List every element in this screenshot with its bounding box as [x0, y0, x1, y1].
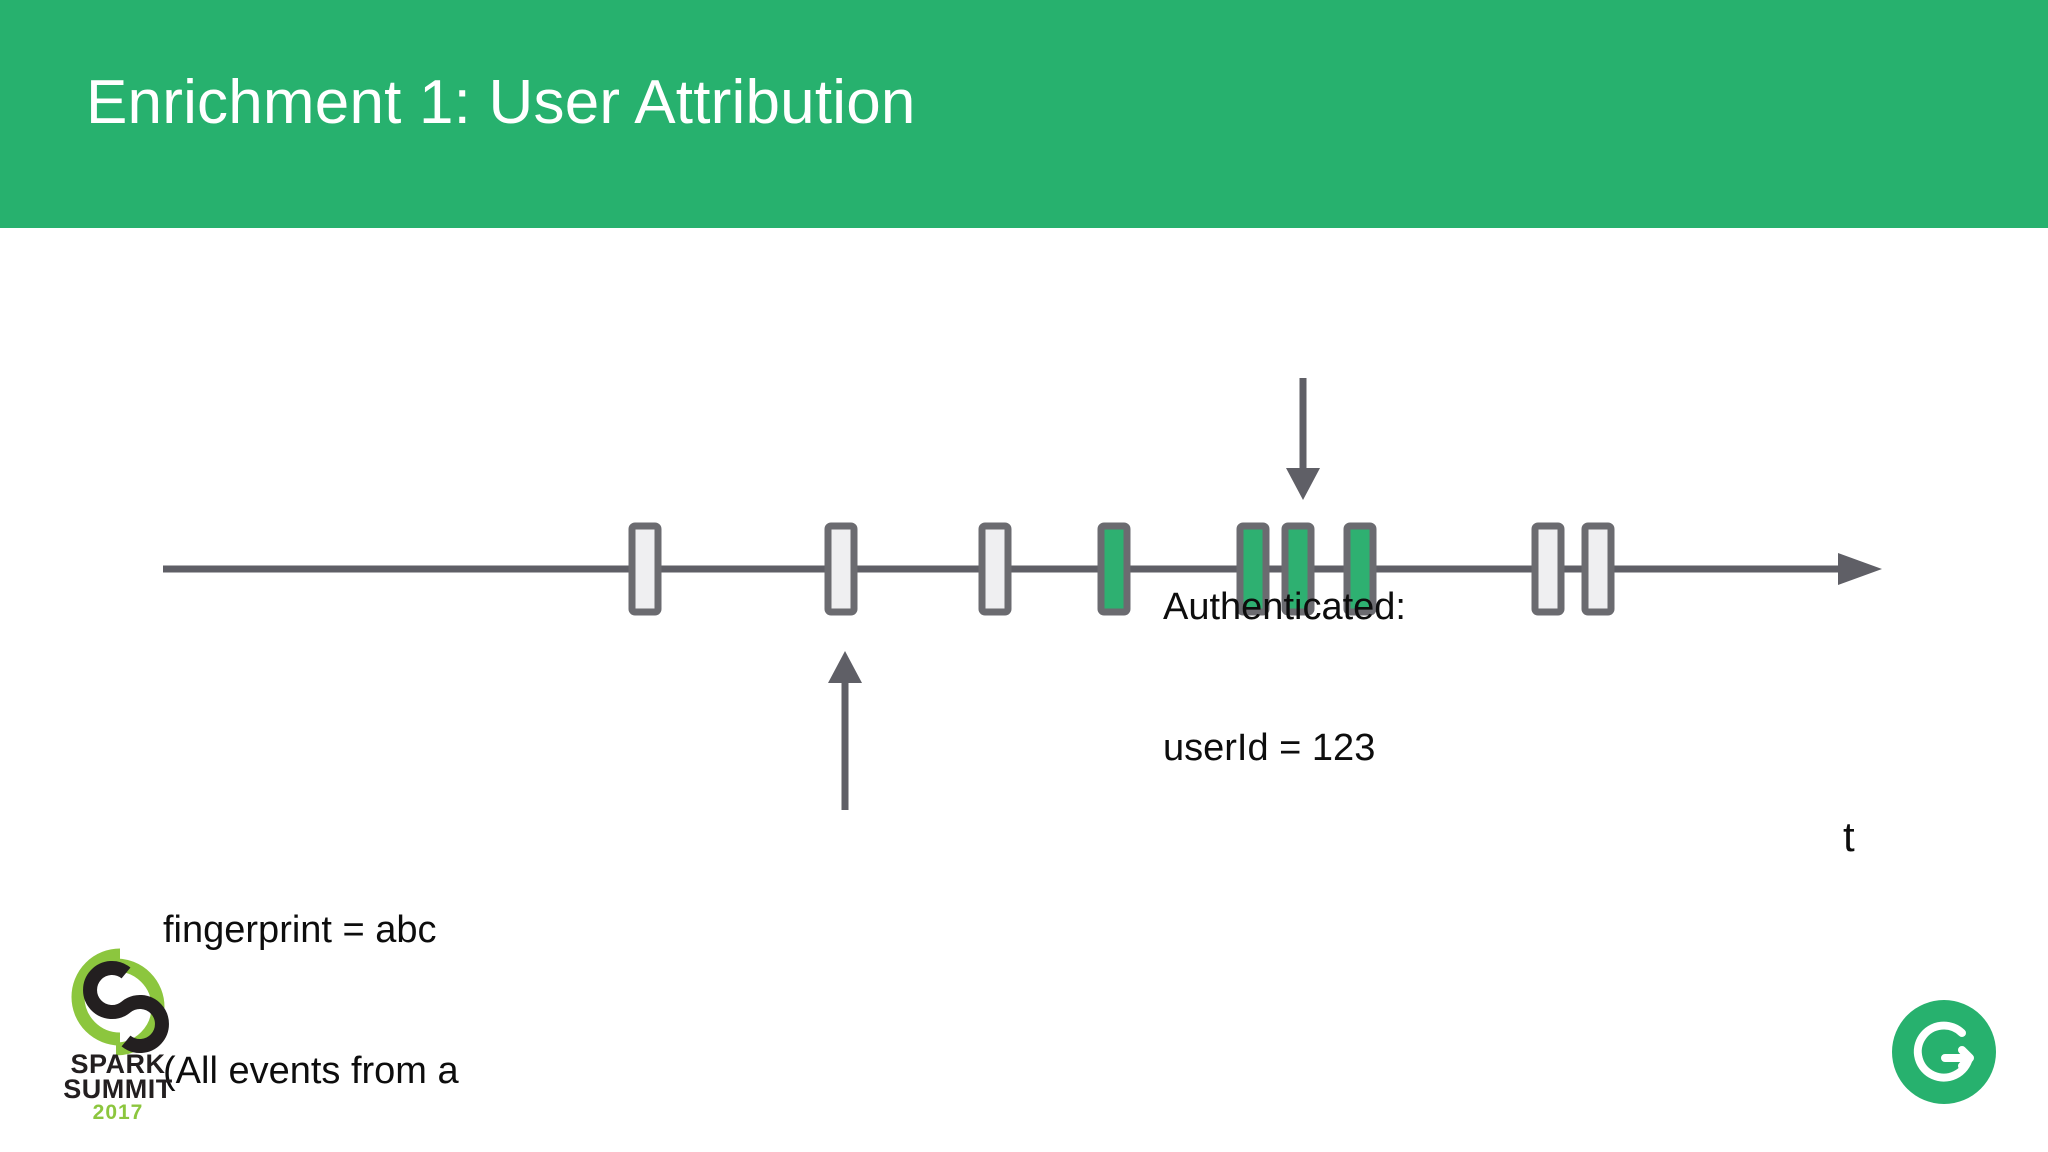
callout-arrow-non-authenticated-head	[828, 651, 862, 683]
callout-label-authenticated-line2: userId = 123	[1163, 727, 1376, 769]
callout-label-authenticated: Authenticated: userId = 123	[1163, 490, 1406, 866]
side-note-fingerprint: fingerprint = abc (All events from a giv…	[163, 813, 459, 1152]
event-marker-authenticated	[1281, 522, 1315, 616]
side-note-fingerprint-line1: fingerprint = abc	[163, 909, 437, 951]
spark-logo-word-spark: SPARK	[70, 1049, 165, 1079]
event-marker-non-authenticated	[628, 522, 662, 616]
spark-logo-green-arc-upper	[71, 948, 121, 1046]
grammarly-logo-g-mark	[1913, 1021, 1973, 1082]
event-marker-non-authenticated	[1531, 522, 1565, 616]
grammarly-logo	[1890, 998, 1998, 1106]
event-marker-non-authenticated	[978, 522, 1012, 616]
grammarly-logo-circle	[1892, 1000, 1996, 1104]
side-note-fingerprint-line2: (All events from a	[163, 1050, 459, 1092]
slide-header-bar	[0, 0, 2048, 228]
spark-logo-word-summit: SUMMIT	[63, 1074, 172, 1104]
callout-arrow-authenticated-head	[1286, 468, 1320, 500]
callout-label-authenticated-line1: Authenticated:	[1163, 586, 1406, 628]
timeline-diagram: Authenticated: userId = 123 fingerprint …	[0, 228, 2048, 1152]
axis-label-time: t	[1843, 813, 1855, 860]
callout-label-non-authenticated: Non-authenticated: userId = null	[690, 1100, 1011, 1152]
event-marker-non-authenticated	[824, 522, 858, 616]
timeline-graphic	[163, 378, 1882, 810]
spark-logo-dark-s	[83, 961, 169, 1053]
event-marker-authenticated	[1236, 522, 1270, 616]
timeline-axis-arrowhead	[1838, 553, 1882, 585]
spark-logo-year: 2017	[93, 1101, 144, 1120]
grammarly-logo-arrow-icon	[1958, 1046, 1974, 1070]
event-marker-authenticated	[1343, 522, 1377, 616]
grammarly-logo-graphic	[1892, 1000, 1996, 1104]
page-title: Enrichment 1: User Attribution	[86, 68, 916, 137]
spark-summit-logo: SPARK SUMMIT 2017	[38, 945, 198, 1124]
spark-summit-logo-graphic: SPARK SUMMIT 2017	[63, 948, 172, 1124]
event-marker-non-authenticated	[1581, 522, 1615, 616]
event-marker-authenticated	[1097, 522, 1131, 616]
